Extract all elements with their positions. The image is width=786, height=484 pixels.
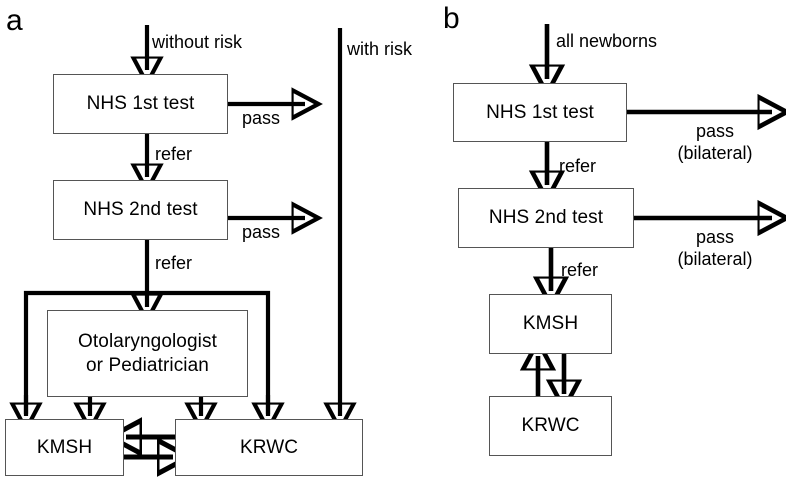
edge-label-b-all-newborns: all newborns bbox=[556, 31, 658, 51]
panel-label-b: b bbox=[443, 2, 460, 35]
node-a-nhs-2nd-test-label: NHS 2nd test bbox=[83, 199, 198, 220]
node-b-krwc[interactable]: KRWC bbox=[489, 396, 612, 456]
node-b-kmsh-label: KMSH bbox=[522, 313, 579, 334]
node-a-kmsh-label: KMSH bbox=[36, 436, 93, 458]
node-a-specialist-label: Otolaryngologist or Pediatrician bbox=[78, 330, 217, 376]
node-a-otolaryngologist-or-pediatrician[interactable]: Otolaryngologist or Pediatrician bbox=[47, 310, 248, 397]
node-b-krwc-label: KRWC bbox=[521, 415, 580, 436]
node-a-nhs-2nd-test[interactable]: NHS 2nd test bbox=[53, 180, 228, 240]
node-a-kmsh[interactable]: KMSH bbox=[5, 419, 124, 476]
node-a-krwc[interactable]: KRWC bbox=[175, 419, 363, 476]
edge-a-bus-left bbox=[23, 290, 147, 414]
node-a-krwc-label: KRWC bbox=[239, 436, 299, 458]
edge-label-b-refer-2: refer bbox=[561, 260, 599, 280]
edge-label-b-refer-1: refer bbox=[559, 156, 597, 176]
edge-label-a-refer-2: refer bbox=[155, 253, 193, 273]
node-b-nhs-2nd-test-label: NHS 2nd test bbox=[488, 207, 604, 228]
node-a-nhs-1st-test[interactable]: NHS 1st test bbox=[53, 74, 228, 134]
edge-label-a-pass-1: pass bbox=[242, 108, 281, 128]
node-b-kmsh[interactable]: KMSH bbox=[489, 294, 612, 354]
edge-label-a-refer-1: refer bbox=[155, 144, 193, 164]
panel-label-a: a bbox=[6, 4, 23, 37]
node-b-nhs-1st-test-label: NHS 1st test bbox=[486, 101, 594, 123]
edge-label-b-pass-1: pass (bilateral) bbox=[677, 121, 753, 163]
edge-label-a-pass-2: pass bbox=[242, 222, 281, 242]
edge-label-a-with-risk: with risk bbox=[347, 39, 413, 59]
node-a-nhs-1st-test-label: NHS 1st test bbox=[86, 93, 195, 114]
node-b-nhs-2nd-test[interactable]: NHS 2nd test bbox=[458, 188, 634, 248]
edge-label-b-pass-2: pass (bilateral) bbox=[677, 227, 753, 269]
edge-a-bus-right bbox=[147, 290, 271, 414]
node-b-nhs-1st-test[interactable]: NHS 1st test bbox=[453, 83, 627, 142]
edge-label-a-without-risk: without risk bbox=[152, 32, 243, 52]
